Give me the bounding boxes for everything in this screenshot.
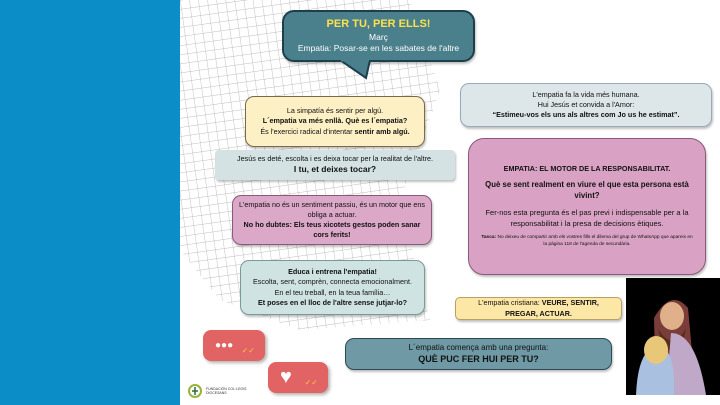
typing-bubble: ●●● ✓✓ (203, 330, 265, 361)
title-pointer (340, 60, 372, 80)
text: És l'exercici radical d'intentar (260, 126, 355, 136)
pregunta-box: L´empatia comença amb una pregunta: QUÈ … (345, 338, 612, 370)
educa-box: Educa i entrena l'empatia! Escolta, sent… (240, 260, 425, 315)
check-icon: ✓✓ (304, 378, 318, 387)
text: sentir amb algú. (354, 126, 410, 136)
label: Tasca: (481, 235, 497, 241)
heading: EMPATIA: EL MOTOR DE LA RESPONSABILITAT. (503, 164, 671, 174)
text: Què se sent realment en viure el que est… (485, 180, 689, 201)
text: L'empatia no és un sentiment passiu, és … (239, 199, 425, 219)
text: L´empatia va més enllà. Què es l´empatia… (262, 116, 408, 126)
text: En el teu treball, en la teua família… (274, 287, 391, 297)
month: Març (369, 31, 388, 42)
text: Jesús es deté, escolta i es deixa tocar … (237, 154, 433, 164)
check-icon: ✓✓ (241, 346, 255, 355)
side-panel (0, 0, 180, 405)
text: VEURE, SENTIR, PREGAR, ACTUAR. (505, 298, 599, 318)
text: I tu, et deixes tocar? (293, 164, 377, 175)
jesus-hug-image (626, 278, 720, 395)
logo: FUNDACIÓN COL·LEGIS DIOCESANS (188, 384, 251, 398)
heart-icon: ♥ (280, 366, 292, 388)
subtitle: Empatia: Posar-se en les sabates de l'al… (297, 43, 460, 54)
text: L'empatia cristiana: (478, 298, 542, 308)
text: La simpatía és sentir per algú. (286, 106, 384, 116)
text: L´empatia comença amb una pregunta: (408, 343, 549, 353)
page-title: PER TU, PER ELLS! (326, 18, 431, 31)
text: “Estimeu-vos els uns als altres com Jo u… (492, 110, 680, 120)
logo-icon (188, 384, 202, 398)
motor-box: L'empatia no és un sentiment passiu, és … (232, 195, 432, 245)
humana-box: L'empatia fa la vida més humana. Hui Jes… (460, 83, 712, 127)
title-box: PER TU, PER ELLS! Març Empatia: Posar-se… (282, 10, 475, 62)
logo-text: FUNDACIÓN COL·LEGIS DIOCESANS (206, 387, 247, 395)
simpatia-box: La simpatía és sentir per algú. L´empati… (245, 96, 425, 147)
text: QUÈ PUC FER HUI PER TU? (418, 354, 539, 365)
text: Educa i entrena l'empatia! (288, 267, 377, 277)
text: No deixeu de compartir amb els vostres f… (496, 235, 693, 247)
dots-icon: ●●● (215, 340, 234, 351)
heart-bubble: ♥ ✓✓ (268, 362, 328, 393)
text: No ho dubtes: Els teus xicotets gestos p… (243, 220, 421, 240)
text: Escolta, sent, comprèn, connecta emocion… (252, 277, 412, 287)
text: L'empatia fa la vida més humana. (532, 89, 640, 99)
text: Et poses en el lloc de l'altre sense jut… (257, 297, 408, 307)
text: Hui Jesús et convida a l'Amor: (537, 99, 635, 109)
cristiana-box: L'empatia cristiana: VEURE, SENTIR, PREG… (455, 297, 622, 320)
text: Fer-nos esta pregunta és el pas previ i … (485, 208, 689, 228)
responsabilitat-box: EMPATIA: EL MOTOR DE LA RESPONSABILITAT.… (468, 138, 706, 275)
jesus-box: Jesús es deté, escolta i es deixa tocar … (215, 150, 455, 180)
